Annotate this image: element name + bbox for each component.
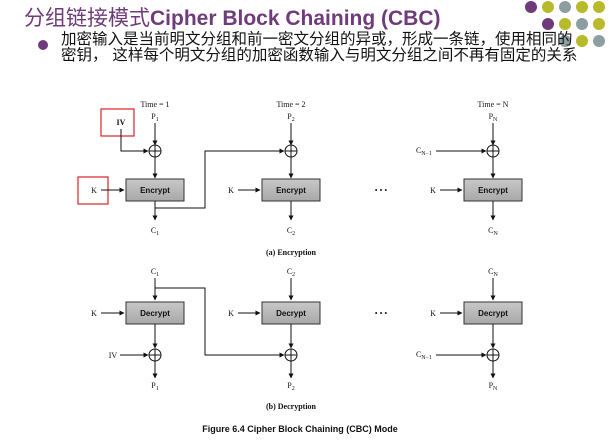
cbc-diagram: Time = 1 Time = 2 Time = N P1 P2 PN IV C…	[77, 100, 523, 434]
dec-input-label: CN	[488, 267, 498, 278]
enc-output-label: C1	[151, 226, 159, 237]
decrypt-block-label: Decrypt	[478, 309, 508, 318]
decor-dot	[542, 18, 554, 30]
dec-input-label: C1	[151, 267, 159, 278]
decor-dot	[576, 1, 588, 13]
dec-output-label: P1	[151, 381, 158, 392]
decrypt-block-label: Decrypt	[276, 309, 306, 318]
ellipsis: • • •	[375, 186, 388, 195]
enc-input-label: P1	[151, 112, 158, 123]
figure-caption: Figure 6.4 Cipher Block Chaining (CBC) M…	[202, 424, 398, 434]
time-label: Time = 2	[276, 100, 305, 109]
slide-title: 分组链接模式Cipher Block Chaining (CBC)	[24, 2, 441, 32]
time-label: Time = N	[478, 100, 509, 109]
decor-dot	[593, 1, 605, 13]
bullet-marker	[38, 40, 48, 50]
xor-icon	[284, 144, 298, 158]
dec-key-label: K	[430, 309, 436, 318]
slide-title-cn: 分组链接模式	[24, 6, 150, 30]
enc-output-label: C2	[287, 226, 295, 237]
encrypt-block-label: Encrypt	[276, 186, 306, 195]
xor-icon	[486, 144, 500, 158]
decor-dot	[559, 18, 571, 30]
decor-dot	[542, 1, 554, 13]
encrypt-block-label: Encrypt	[478, 186, 508, 195]
enc-chain-label: CN−1	[416, 146, 432, 157]
encryption-section: P1 P2 PN IV CN−1 K K K Encrypt Encryp	[77, 108, 523, 257]
decor-dot	[576, 18, 588, 30]
decor-dot	[559, 1, 571, 13]
xor-icon	[148, 348, 162, 362]
decor-dot	[576, 35, 588, 47]
xor-icon	[284, 348, 298, 362]
bullet-text: 加密输入是当前明文分组和前一密文分组的异或，形成一条链，使用相同的密钥， 这样每…	[61, 30, 578, 64]
iv-highlight-box	[100, 108, 135, 137]
decor-dot	[559, 35, 571, 47]
dec-iv-label: IV	[109, 351, 118, 360]
decrypt-block-label: Decrypt	[140, 309, 170, 318]
encryption-caption: (a) Encryption	[266, 248, 317, 257]
decryption-caption: (b) Decryption	[266, 402, 317, 411]
enc-key-label: K	[228, 186, 234, 195]
decor-dot	[525, 1, 537, 13]
decor-dot	[593, 35, 605, 47]
dec-key-label: K	[91, 309, 97, 318]
xor-icon	[148, 144, 162, 158]
enc-input-label: PN	[489, 112, 498, 123]
ellipsis: • • •	[375, 309, 388, 318]
dec-chain-label: CN−1	[416, 350, 432, 361]
enc-key-label: K	[430, 186, 436, 195]
enc-key-label: K	[91, 186, 97, 195]
enc-output-label: CN	[488, 226, 498, 237]
time-label: Time = 1	[140, 100, 169, 109]
xor-icon	[486, 348, 500, 362]
dec-output-label: P2	[287, 381, 294, 392]
dec-key-label: K	[228, 309, 234, 318]
decryption-section: C1 C2 CN K K K Decrypt Decrypt Decrypt •…	[91, 267, 523, 411]
enc-iv-label: IV	[117, 118, 126, 127]
decor-dot	[593, 18, 605, 30]
dec-output-label: PN	[489, 381, 498, 392]
enc-input-label: P2	[287, 112, 294, 123]
slide-title-en: Cipher Block Chaining (CBC)	[150, 7, 441, 30]
dec-input-label: C2	[287, 267, 295, 278]
encrypt-block-label: Encrypt	[140, 186, 170, 195]
